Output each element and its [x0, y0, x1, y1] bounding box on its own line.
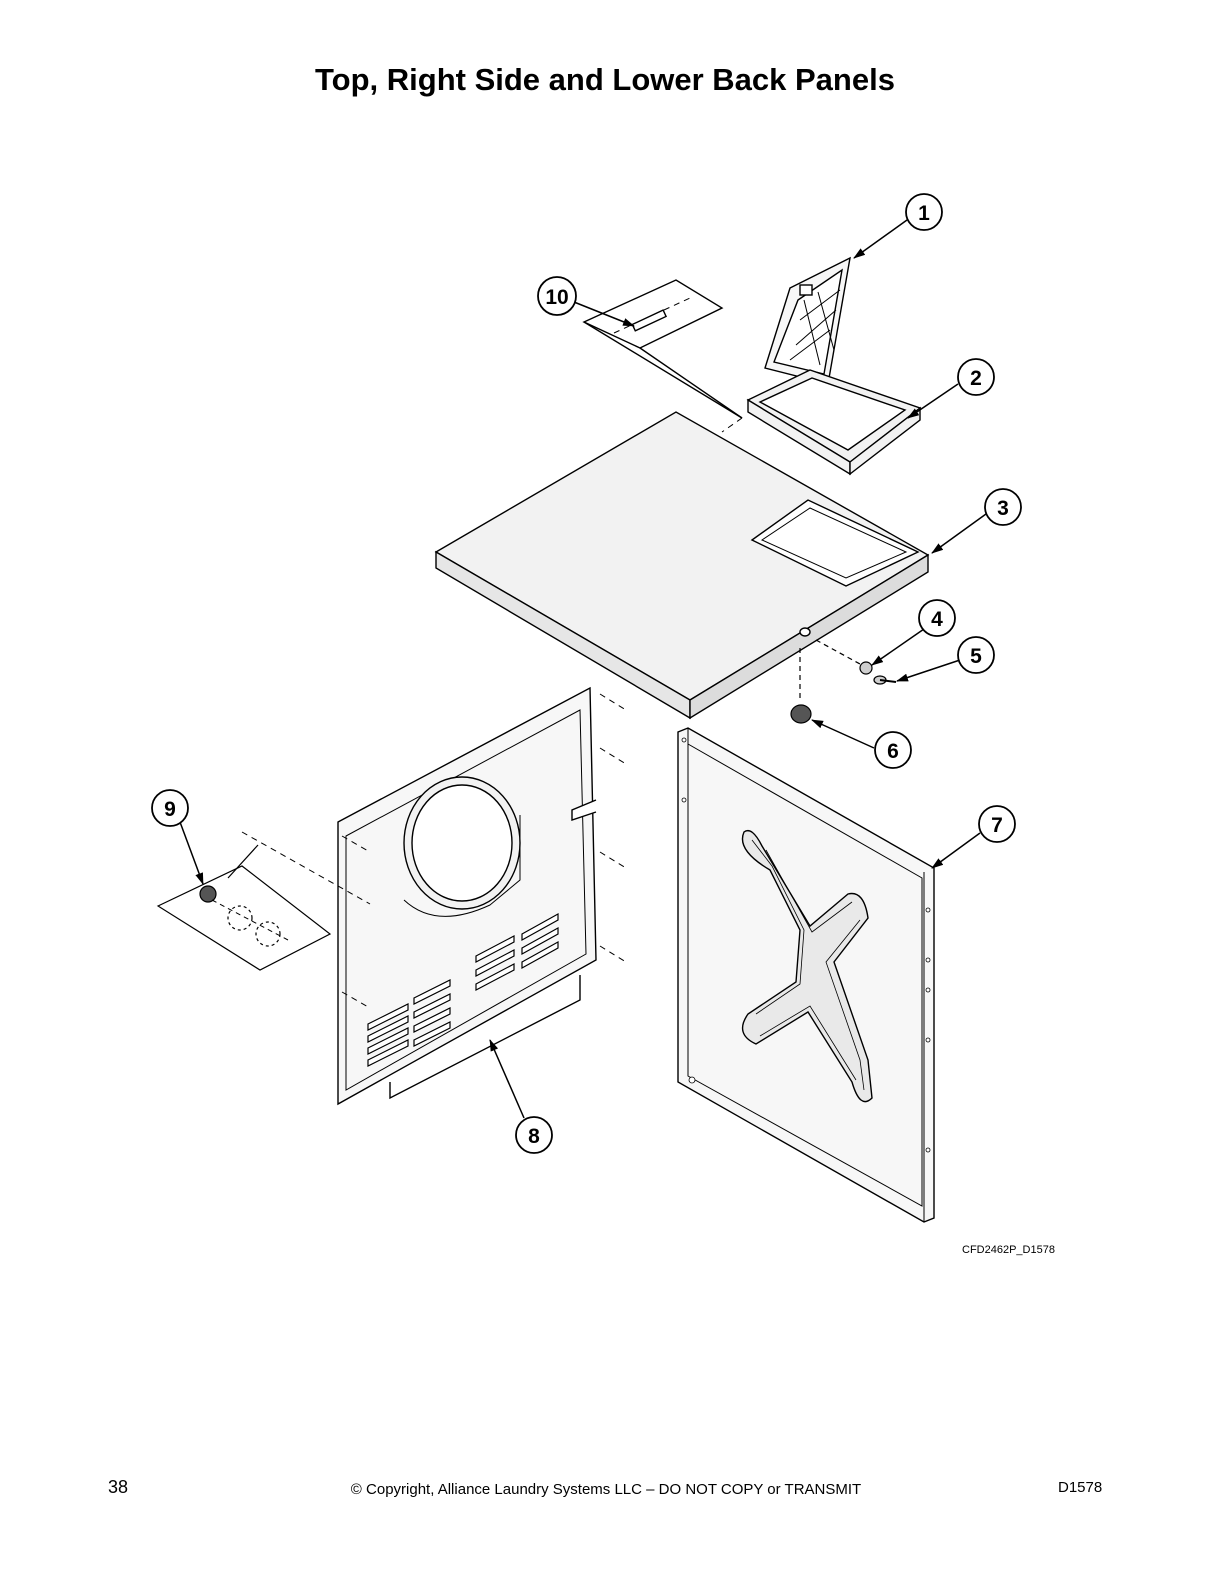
callout-10: 10	[537, 276, 577, 316]
callout-4: 4	[918, 599, 956, 637]
page-number: 38	[108, 1477, 129, 1497]
callout-6: 6	[874, 731, 912, 769]
callout-9: 9	[151, 789, 189, 827]
svg-text:7: 7	[991, 814, 1003, 837]
svg-text:3: 3	[997, 497, 1009, 520]
callout-5: 5	[957, 636, 995, 674]
callout-3: 3	[984, 488, 1022, 526]
callout-leaders	[179, 219, 987, 1119]
top-panel	[434, 411, 930, 720]
svg-text:4: 4	[931, 608, 943, 631]
copyright-notice: © Copyright, Alliance Laundry Systems LL…	[350, 1481, 862, 1498]
right-side-panel	[677, 727, 935, 1223]
callout-2: 2	[957, 358, 995, 396]
louvers-left	[367, 912, 559, 1067]
lint-filter	[764, 256, 851, 385]
svg-text:5: 5	[970, 645, 982, 668]
svg-text:6: 6	[887, 740, 899, 763]
svg-text:8: 8	[528, 1125, 540, 1148]
lint-housing	[746, 369, 922, 476]
svg-text:2: 2	[970, 367, 982, 390]
svg-text:1: 1	[918, 202, 930, 225]
svg-text:9: 9	[164, 798, 176, 821]
screw-detail	[156, 831, 371, 971]
document-id: D1578	[1058, 1479, 1103, 1496]
svg-text:10: 10	[545, 286, 568, 309]
page-title: Top, Right Side and Lower Back Panels	[315, 62, 895, 97]
lower-back-panel	[337, 686, 627, 1106]
fasteners	[790, 639, 897, 724]
drawing-id: CFD2462P_D1578	[962, 1244, 1055, 1256]
label-decal	[582, 279, 743, 419]
callout-7: 7	[978, 805, 1016, 843]
callout-8: 8	[515, 1116, 553, 1154]
callout-1: 1	[905, 193, 943, 231]
